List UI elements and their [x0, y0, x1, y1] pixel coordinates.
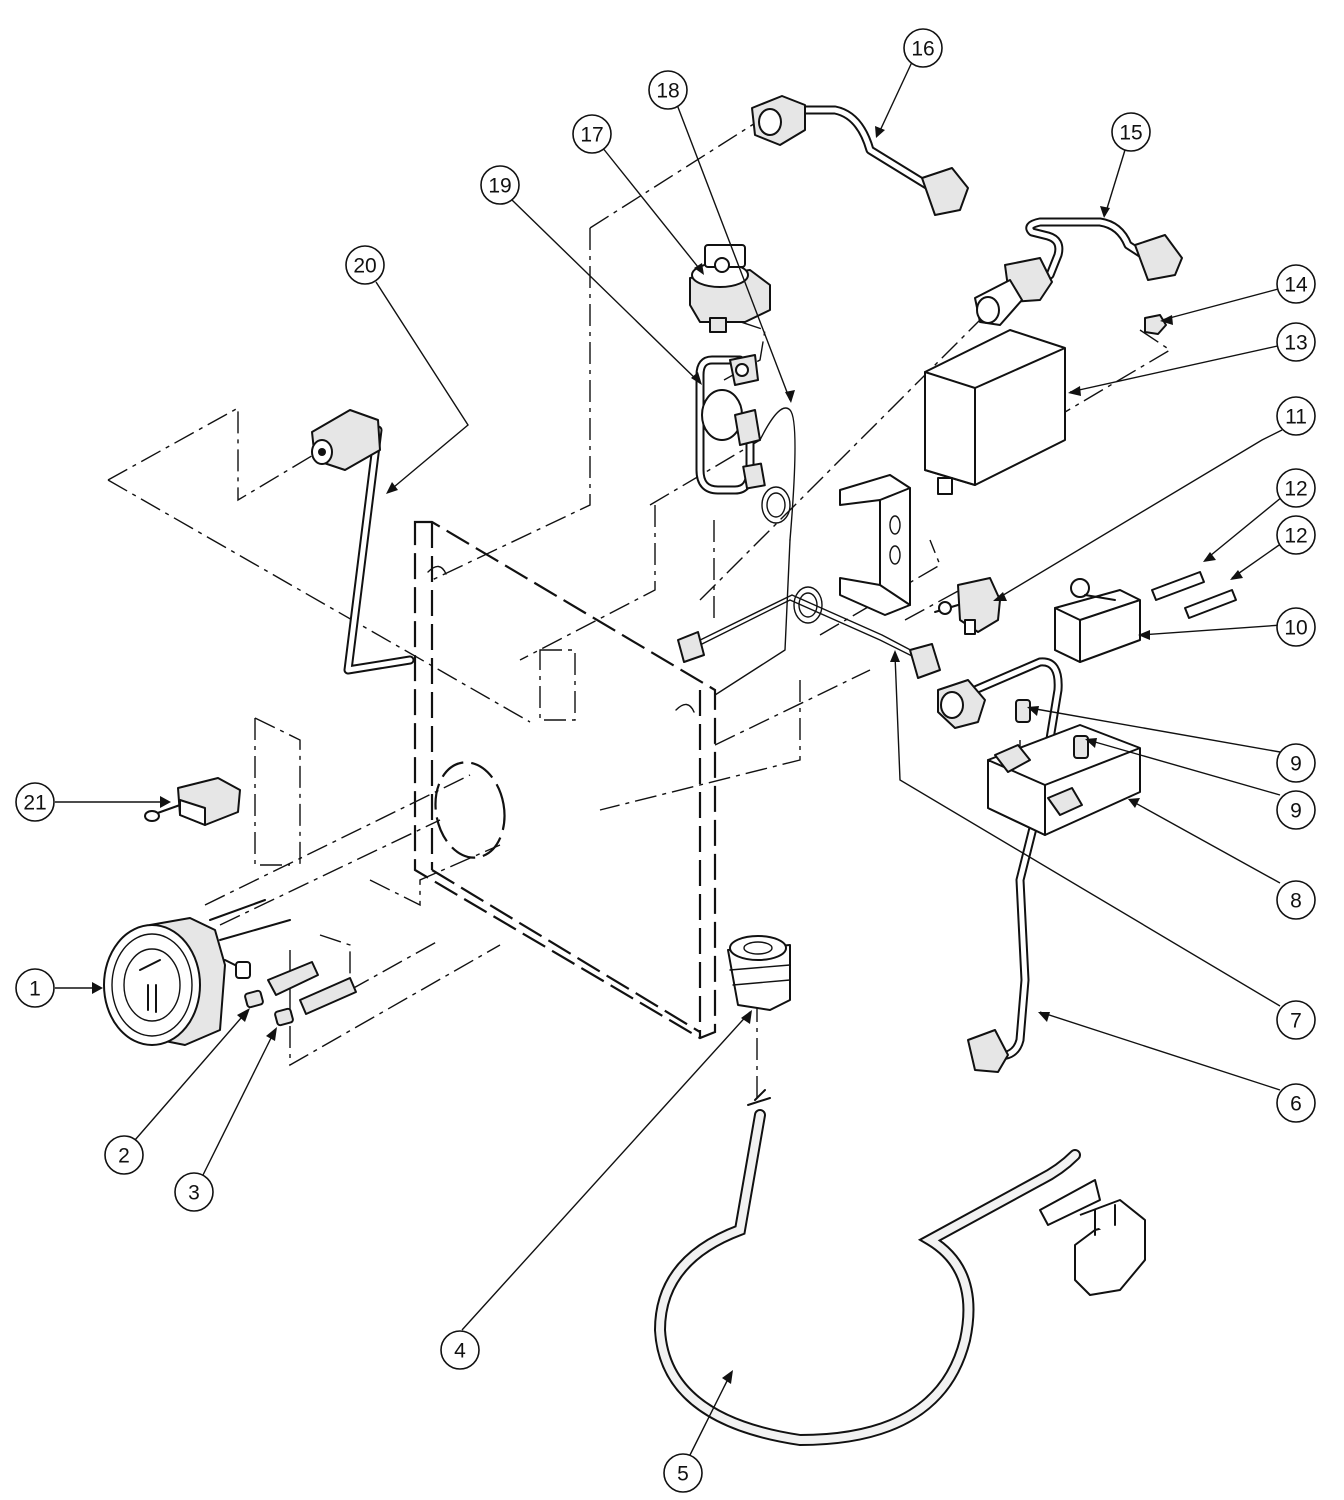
callout-14: 14 — [1276, 264, 1316, 304]
callout-3: 3 — [174, 1172, 214, 1212]
callout-9-a: 9 — [1276, 743, 1316, 783]
callout-17-label: 17 — [580, 124, 603, 147]
callout-18: 18 — [648, 70, 688, 110]
callout-14-label: 14 — [1284, 274, 1308, 297]
callout-20: 20 — [345, 245, 385, 285]
pressure-gauge — [103, 899, 291, 1046]
leader-lines — [55, 61, 1283, 1456]
callout-12-b: 12 — [1276, 515, 1316, 555]
callout-13-label: 13 — [1284, 332, 1307, 355]
power-cord — [653, 1089, 1146, 1447]
callout-8: 8 — [1276, 880, 1316, 920]
callout-9b-label: 9 — [1290, 800, 1302, 823]
callout-10-label: 10 — [1284, 617, 1307, 640]
callout-7: 7 — [1276, 1000, 1316, 1040]
control-box — [924, 329, 1066, 495]
tube-6 — [937, 657, 1063, 1073]
tube-16 — [751, 95, 969, 216]
screws-9 — [1015, 699, 1089, 759]
tube-20 — [311, 409, 415, 675]
callout-21-label: 21 — [23, 792, 46, 815]
callout-17: 17 — [572, 114, 612, 154]
callout-7-label: 7 — [1290, 1010, 1302, 1033]
callout-10: 10 — [1276, 607, 1316, 647]
pins-12 — [1151, 571, 1237, 619]
callout-5-label: 5 — [677, 1463, 689, 1486]
callout-12-a: 12 — [1276, 468, 1316, 508]
callout-4-label: 4 — [454, 1340, 466, 1363]
callout-12a-label: 12 — [1284, 478, 1307, 501]
callout-16: 16 — [903, 28, 943, 68]
tube-15 — [974, 217, 1183, 326]
callout-15: 15 — [1111, 112, 1151, 152]
assembly-lines — [107, 119, 1172, 1100]
small-nut — [1144, 314, 1167, 335]
callout-2-label: 2 — [118, 1145, 130, 1168]
callout-15-label: 15 — [1119, 122, 1142, 145]
callout-1-label: 1 — [29, 978, 41, 1001]
callout-9-b: 9 — [1276, 790, 1316, 830]
callout-6: 6 — [1276, 1083, 1316, 1123]
callout-2: 2 — [104, 1135, 144, 1175]
pressure-switch — [689, 244, 771, 333]
callout-21: 21 — [15, 782, 55, 822]
callout-8-label: 8 — [1290, 890, 1302, 913]
callout-9a-label: 9 — [1290, 753, 1302, 776]
callout-4: 4 — [440, 1330, 480, 1370]
toggle-switch — [144, 777, 241, 826]
small-fittings — [244, 961, 357, 1027]
callout-13: 13 — [1276, 322, 1316, 362]
callout-18-label: 18 — [656, 80, 679, 103]
coil-tube-18 — [677, 407, 941, 696]
mounting-panel — [413, 520, 717, 1040]
callout-3-label: 3 — [188, 1182, 200, 1205]
callout-19: 19 — [480, 165, 520, 205]
callout-11-label: 11 — [1285, 406, 1307, 429]
callout-20-label: 20 — [353, 255, 376, 278]
callout-5: 5 — [663, 1453, 703, 1493]
cable-gland — [727, 935, 791, 1011]
mounting-bracket — [839, 474, 911, 616]
callout-19-label: 19 — [488, 175, 511, 198]
micro-switch — [1054, 578, 1141, 663]
solenoid-valve — [934, 577, 1001, 635]
callout-12b-label: 12 — [1284, 525, 1307, 548]
callout-1: 1 — [15, 968, 55, 1008]
callout-11: 11 — [1276, 396, 1316, 436]
callout-16-label: 16 — [911, 38, 934, 61]
relay — [987, 724, 1141, 836]
callout-6-label: 6 — [1290, 1093, 1302, 1116]
